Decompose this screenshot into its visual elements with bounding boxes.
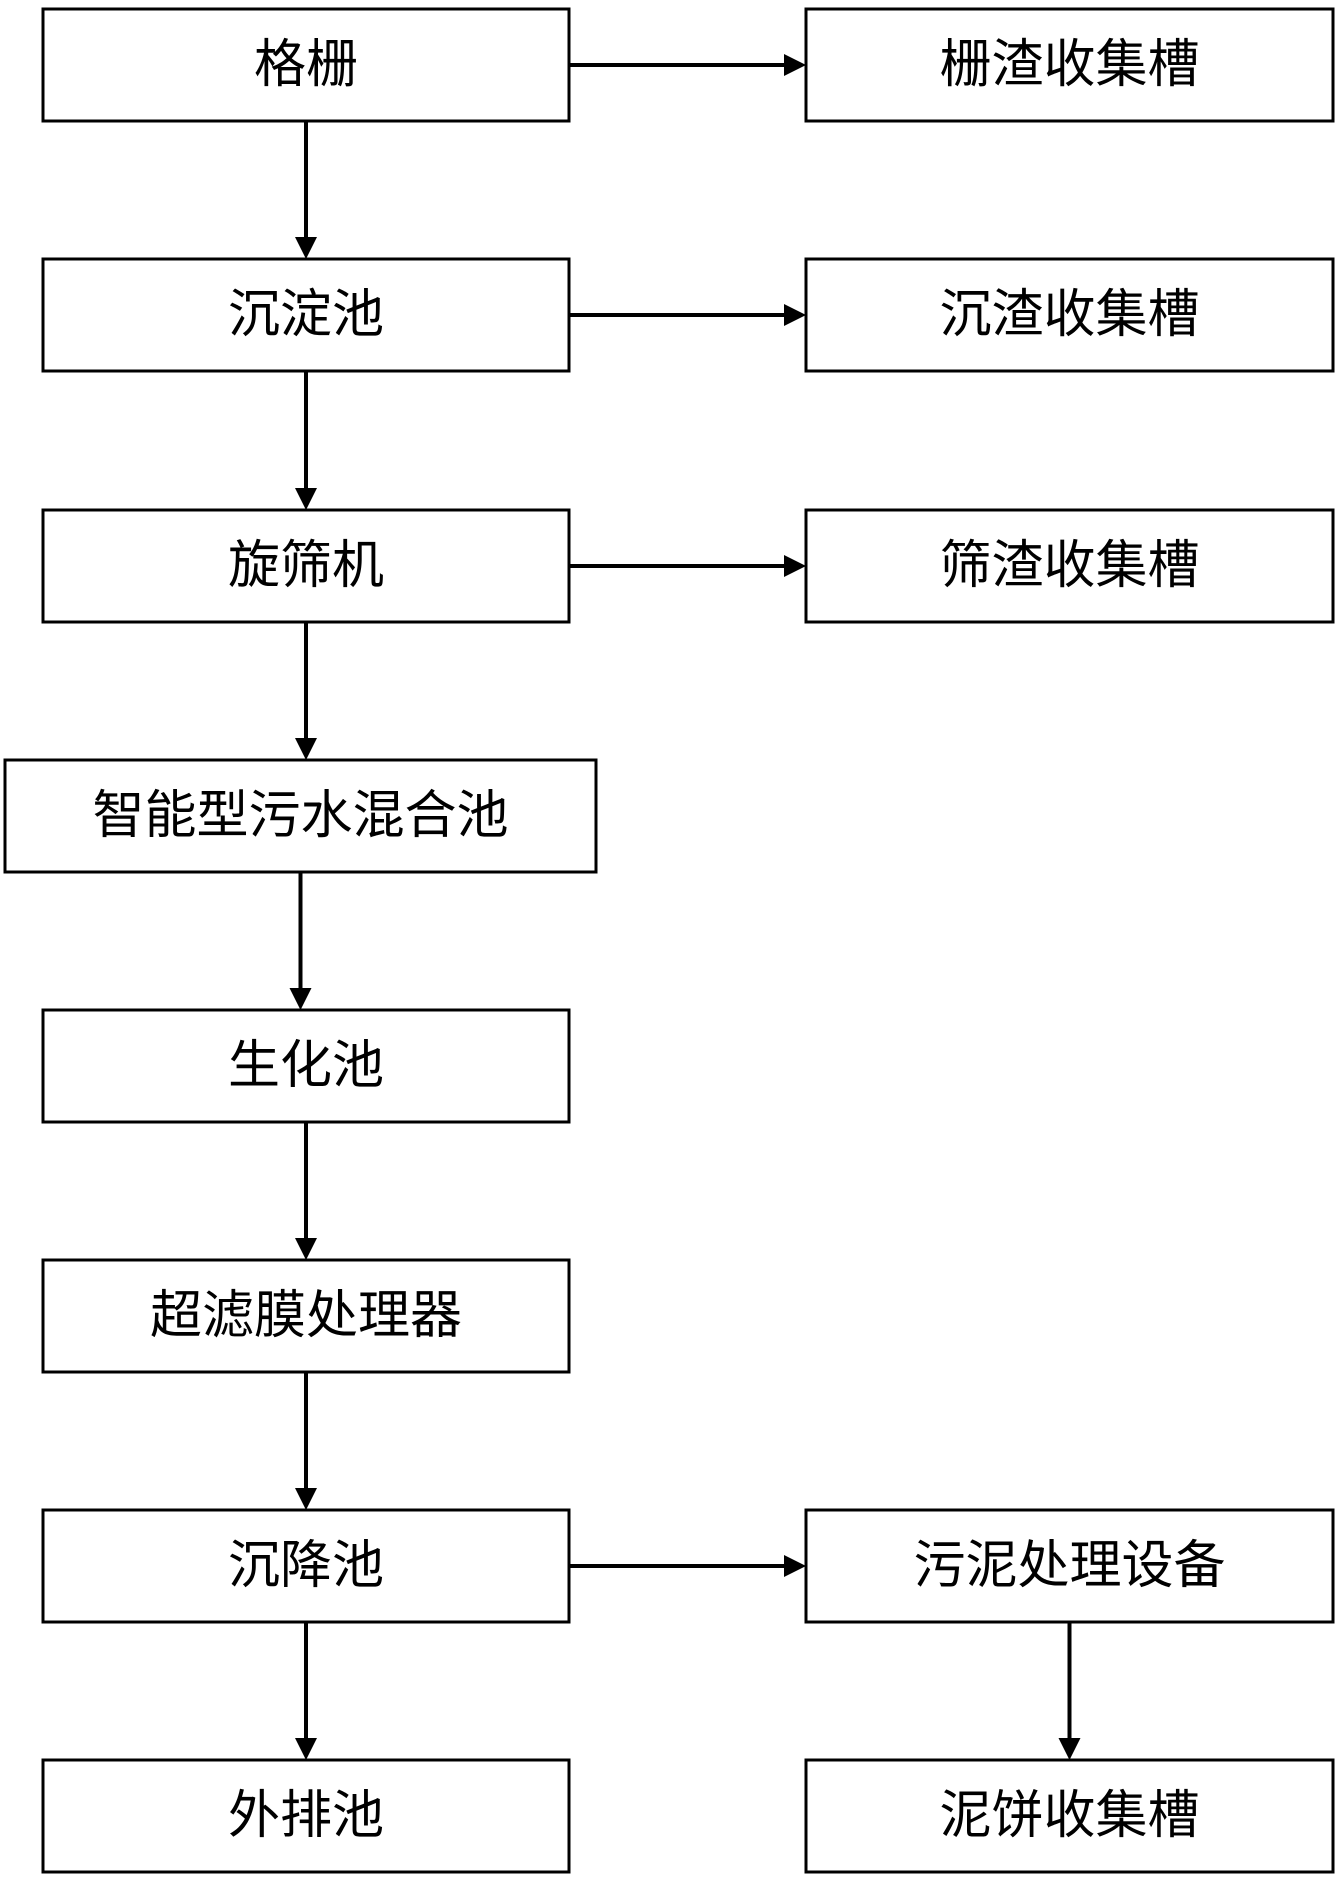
arrow-smart-mixing-tank-to-biochemical-tank: [289, 872, 312, 1010]
arrow-sludge-treatment-equipment-to-mud-cake-tank: [1058, 1622, 1081, 1760]
node-label: 沉降池: [228, 1536, 384, 1596]
arrow-head-icon: [295, 738, 317, 760]
arrow-rotary-screen-to-screen-slag-tank: [569, 555, 806, 577]
arrow-sedimentation-tank-to-rotary-screen: [295, 371, 317, 510]
node-label: 外排池: [228, 1786, 384, 1846]
node-box: [804, 257, 1335, 373]
arrow-head-icon: [295, 1488, 317, 1510]
node-grille: 格栅: [41, 7, 571, 123]
arrow-head-icon: [1058, 1738, 1081, 1760]
node-label: 智能型污水混合池: [92, 786, 508, 846]
node-box: [804, 1758, 1335, 1874]
arrow-settling-tank-to-discharge-tank: [295, 1622, 317, 1760]
node-discharge-tank: 外排池: [41, 1758, 571, 1874]
node-screen-slag-tank: 筛渣收集槽: [804, 508, 1335, 624]
arrow-ultrafiltration-processor-to-settling-tank: [295, 1372, 317, 1510]
node-box: [41, 1508, 571, 1624]
arrow-head-icon: [295, 1238, 317, 1260]
node-sediment-slag-tank: 沉渣收集槽: [804, 257, 1335, 373]
arrow-head-icon: [295, 488, 317, 510]
node-label: 旋筛机: [228, 536, 384, 596]
node-box: [804, 508, 1335, 624]
node-smart-mixing-tank: 智能型污水混合池: [3, 758, 598, 874]
node-ultrafiltration-processor: 超滤膜处理器: [41, 1258, 571, 1374]
node-box: [41, 257, 571, 373]
node-label: 沉渣收集槽: [939, 285, 1199, 345]
node-label: 栅渣收集槽: [939, 35, 1199, 95]
node-biochemical-tank: 生化池: [41, 1008, 571, 1124]
node-box: [41, 7, 571, 123]
arrow-head-icon: [784, 555, 806, 577]
arrow-biochemical-tank-to-ultrafiltration-processor: [295, 1122, 317, 1260]
arrow-grille-to-sedimentation-tank: [295, 121, 317, 259]
node-box: [41, 1758, 571, 1874]
node-label: 格栅: [254, 35, 358, 95]
node-box: [41, 1258, 571, 1374]
arrow-head-icon: [784, 304, 806, 326]
arrow-rotary-screen-to-smart-mixing-tank: [295, 622, 317, 760]
node-box: [41, 508, 571, 624]
arrow-head-icon: [295, 1738, 317, 1760]
node-rotary-screen: 旋筛机: [41, 508, 571, 624]
node-grille-slag-tank: 栅渣收集槽: [804, 7, 1335, 123]
node-mud-cake-tank: 泥饼收集槽: [804, 1758, 1335, 1874]
node-sludge-treatment-equipment: 污泥处理设备: [804, 1508, 1335, 1624]
node-box: [41, 1008, 571, 1124]
node-label: 沉淀池: [228, 285, 384, 345]
node-label: 超滤膜处理器: [150, 1286, 462, 1346]
arrow-head-icon: [289, 988, 312, 1010]
arrow-grille-to-grille-slag-tank: [569, 54, 806, 76]
arrow-head-icon: [295, 237, 317, 259]
flowchart-edges: [289, 54, 1081, 1760]
node-label: 筛渣收集槽: [939, 536, 1199, 596]
arrow-head-icon: [784, 54, 806, 76]
arrow-head-icon: [784, 1555, 806, 1577]
arrow-settling-tank-to-sludge-treatment-equipment: [569, 1555, 806, 1577]
node-label: 污泥处理设备: [913, 1536, 1225, 1596]
node-label: 生化池: [228, 1036, 384, 1096]
node-label: 泥饼收集槽: [939, 1786, 1199, 1846]
node-sedimentation-tank: 沉淀池: [41, 257, 571, 373]
node-box: [804, 7, 1335, 123]
node-settling-tank: 沉降池: [41, 1508, 571, 1624]
node-box: [804, 1508, 1335, 1624]
node-box: [3, 758, 598, 874]
arrow-sedimentation-tank-to-sediment-slag-tank: [569, 304, 806, 326]
